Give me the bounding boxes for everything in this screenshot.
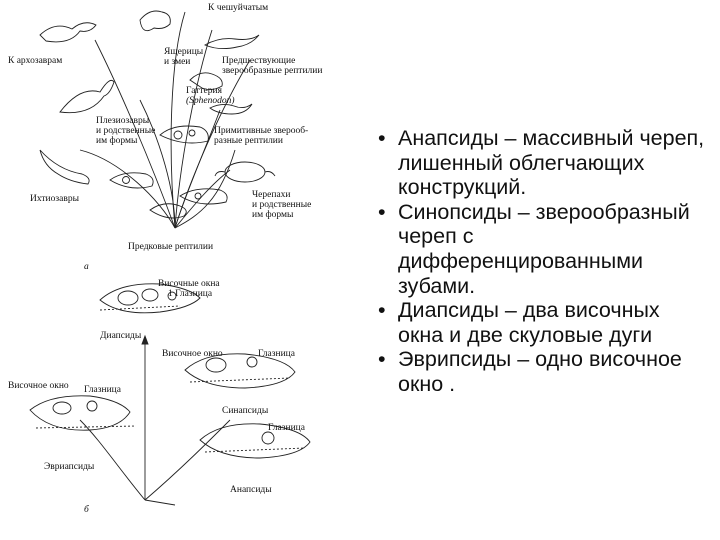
label-euryapsid: Эвриапсиды bbox=[44, 462, 95, 472]
skull-synapsid bbox=[184, 353, 296, 389]
skull-ichthyosaur bbox=[109, 172, 154, 189]
label-temporal-window-left: Височное окно bbox=[8, 381, 69, 391]
line-to-synapsid bbox=[144, 419, 231, 501]
label-temporal-arches-line2: 1 Глазница bbox=[168, 289, 213, 299]
label-orbit-left: Глазница bbox=[84, 385, 121, 395]
label-tuatara-line2: (Sphenodon) bbox=[186, 96, 235, 106]
ichthyosaur-animal bbox=[39, 149, 90, 185]
label-temporal-window: Височное окно bbox=[162, 349, 223, 359]
label-lizards-line1: Ящерицы bbox=[164, 47, 204, 57]
label-turtles-line2: и родственные bbox=[252, 200, 312, 210]
label-anapsid: Анапсиды bbox=[230, 485, 272, 495]
branch-tuatara bbox=[174, 109, 221, 229]
branch-archosaurs bbox=[94, 39, 176, 229]
reptile-evolution-figure: К чешуйчатым К архозаврам Ящерицы и змеи… bbox=[0, 0, 336, 520]
label-early-synapsids-line1: Предшествующие bbox=[222, 56, 296, 66]
bullet-synapsids: Синопсиды – зверообразный череп с диффер… bbox=[378, 200, 708, 298]
turtle-shell bbox=[224, 161, 266, 183]
label-turtles-line3: им формы bbox=[252, 210, 294, 220]
skull-diapsid bbox=[99, 283, 201, 314]
tuatara-animal bbox=[209, 103, 253, 115]
stem-reptile-animal bbox=[149, 203, 187, 219]
line-to-euryapsid bbox=[79, 419, 146, 501]
label-plesiosaurs-line1: Плезиозавры bbox=[96, 116, 150, 126]
label-orbit-bottom: Глазница bbox=[268, 423, 305, 433]
label-diapsid: Диапсиды bbox=[100, 331, 142, 341]
label-ichthyosaurs: Ихтиозавры bbox=[30, 194, 79, 204]
label-plesiosaurs-line3: им формы bbox=[96, 136, 138, 146]
label-orbit-right: Глазница bbox=[258, 349, 295, 359]
lizard-animal bbox=[203, 34, 260, 50]
line-to-anapsid bbox=[144, 499, 176, 506]
branch-ichthyosaurs bbox=[79, 149, 176, 229]
label-turtles-line1: Черепахи bbox=[252, 190, 291, 200]
label-primitive-synapsids-line2: разные рептилии bbox=[214, 136, 283, 146]
skull-euryapsid bbox=[29, 395, 131, 431]
evolution-diagram bbox=[29, 10, 311, 506]
branch-plesiosaurs bbox=[139, 99, 176, 229]
label-tuatara-line1: Гаттерия bbox=[186, 86, 222, 96]
archosaur-animal bbox=[39, 22, 97, 43]
arrow-up bbox=[141, 334, 149, 345]
bullet-euryapsids: Эврипсиды – одно височное окно . bbox=[378, 347, 708, 396]
bullet-diapsids: Диапсиды – два височных окна и две скуло… bbox=[378, 298, 708, 347]
label-to-squamates: К чешуйчатым bbox=[208, 3, 269, 13]
plesiosaur-animal bbox=[59, 79, 115, 114]
branch-lizards bbox=[174, 29, 213, 229]
skull-turtle bbox=[179, 188, 228, 205]
skull-anapsid bbox=[199, 423, 311, 459]
branch-primitive-synapsids bbox=[174, 149, 236, 229]
label-temporal-arches-line1: Височные окна bbox=[158, 279, 220, 289]
label-synapsid: Синапсиды bbox=[222, 406, 269, 416]
label-plesiosaurs-line2: и родственные bbox=[96, 126, 156, 136]
label-stem-reptiles: Предковые рептилии bbox=[128, 242, 214, 252]
branch-turtles bbox=[174, 169, 231, 229]
label-lizards-line2: и змеи bbox=[164, 57, 191, 67]
turtle-limbs bbox=[214, 171, 276, 177]
synapsid-animal bbox=[189, 72, 223, 91]
label-panel-a: а bbox=[84, 262, 89, 272]
label-to-archosaurs: К архозаврам bbox=[8, 56, 63, 66]
skull-types-list: Анапсиды – массивный череп, лишенный обл… bbox=[378, 126, 708, 397]
bullet-anapsids: Анапсиды – массивный череп, лишенный обл… bbox=[378, 126, 708, 200]
bird-animal bbox=[139, 10, 171, 32]
label-early-synapsids-line2: зверообразные рептилии bbox=[222, 66, 323, 76]
skull-primitive-synapsid bbox=[159, 125, 209, 144]
label-primitive-synapsids-line1: Примитивные зверооб- bbox=[214, 126, 309, 136]
label-panel-b: б bbox=[84, 505, 89, 515]
